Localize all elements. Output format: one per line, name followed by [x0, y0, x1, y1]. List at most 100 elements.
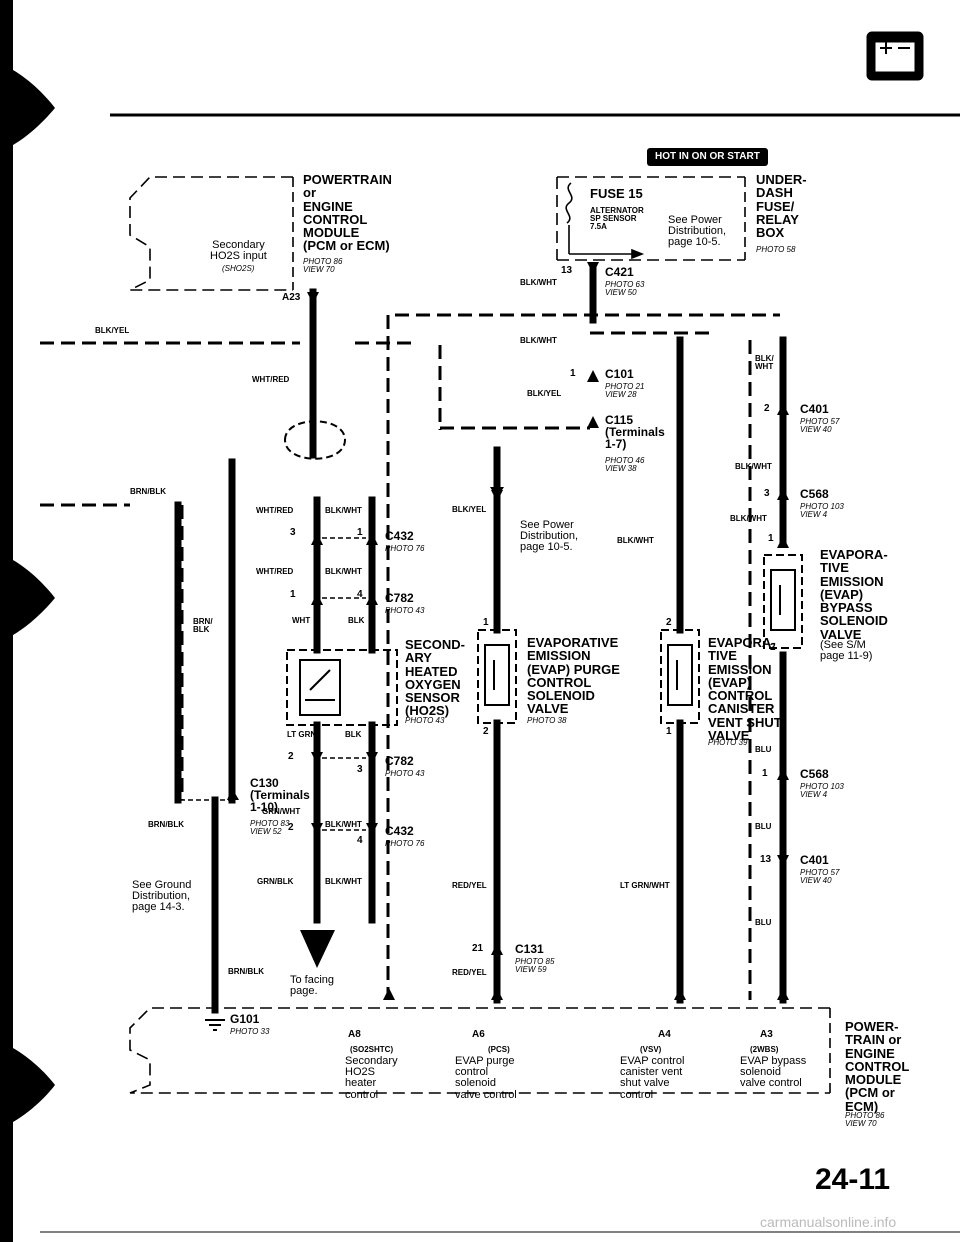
- c401a-pin: 2: [764, 403, 770, 414]
- c432a-label: C432: [385, 529, 414, 543]
- code-so2shtc: (SO2SHTC): [350, 1045, 394, 1054]
- fuse-15: FUSE 15: [590, 186, 643, 201]
- c432b-label: C432: [385, 824, 414, 838]
- bypass-pin-bot: 2: [770, 642, 776, 653]
- c782a-photo: PHOTO 43: [385, 606, 425, 615]
- bypass-pin-top: 1: [768, 533, 774, 544]
- c131-pin: 21: [472, 943, 484, 954]
- wire-blu-1: BLU: [755, 745, 772, 754]
- wire-grn-wht: GRN/WHT: [262, 807, 301, 816]
- c568a-photo: PHOTO 103 VIEW 4: [800, 502, 844, 520]
- wire-blk-wht-c421: BLK/WHT: [520, 278, 557, 287]
- wire-brn-blk-low: BRN/BLK: [148, 820, 184, 829]
- see-ground-distribution: See Ground Distribution, page 14-3.: [132, 879, 192, 914]
- wire-blu-3: BLU: [755, 918, 772, 927]
- pin-a4: A4: [658, 1029, 671, 1040]
- label-evap-purge: EVAP purge control solenoid valve contro…: [455, 1055, 517, 1101]
- c401a-photo: PHOTO 57 VIEW 40: [800, 417, 840, 435]
- bypass-ref: (See S/M page 11-9): [820, 639, 873, 663]
- wire-red-yel-1: RED/YEL: [452, 881, 487, 890]
- wire-blk-yel-c101: BLK/YEL: [527, 389, 562, 398]
- c568a-pin: 3: [764, 488, 770, 499]
- g101-label: G101: [230, 1012, 260, 1026]
- c782b-pin-l: 2: [288, 751, 294, 762]
- c782b-photo: PHOTO 43: [385, 769, 425, 778]
- wire-wht-red-1: WHT/RED: [252, 375, 290, 384]
- c432b-photo: PHOTO 76: [385, 839, 425, 848]
- wire-blk-wht-2: BLK/WHT: [325, 567, 362, 576]
- ho2s-title: SECOND- ARY HEATED OXYGEN SENSOR (HO2S): [405, 637, 465, 719]
- label-evap-bypass: EVAP bypass solenoid valve control: [740, 1055, 807, 1090]
- code-pcs: (PCS): [488, 1045, 510, 1054]
- purge-photo: PHOTO 38: [527, 716, 567, 725]
- c131-photo: PHOTO 85 VIEW 59: [515, 957, 555, 975]
- watermark: carmanualsonline.info: [760, 1214, 897, 1230]
- pcm-bottom-title: POWER- TRAIN or ENGINE CONTROL MODULE (P…: [845, 1019, 910, 1114]
- c115-label: C115 (Terminals 1-7): [605, 413, 665, 452]
- purge-pin-top: 1: [483, 617, 489, 628]
- wire-blk: BLK: [348, 616, 365, 625]
- wire-blk-wht-top: BLK/WHT: [520, 336, 557, 345]
- c401b-photo: PHOTO 57 VIEW 40: [800, 868, 840, 886]
- wire-blu-2: BLU: [755, 822, 772, 831]
- c432b-pin-l: 2: [288, 822, 294, 833]
- wire-blk-yel-mid: BLK/YEL: [452, 505, 487, 514]
- c101-pin: 1: [570, 368, 576, 379]
- c115-photo: PHOTO 46 VIEW 38: [605, 456, 645, 474]
- pin-a8: A8: [348, 1029, 361, 1040]
- secondary-ho2s-input: Secondary HO2S input: [210, 239, 267, 263]
- c401b-pin: 13: [760, 854, 772, 865]
- code-2wbs: (2WBS): [750, 1045, 779, 1054]
- wire-brn-blk-left: BRN/BLK: [130, 487, 166, 496]
- page-number: 24-11: [815, 1163, 891, 1196]
- c421-label: C421: [605, 265, 634, 279]
- wire-blk-wht-3: BLK/WHT: [325, 820, 362, 829]
- c782a-label: C782: [385, 591, 414, 605]
- c401b-label: C401: [800, 853, 829, 867]
- c130-photo: PHOTO 83 VIEW 52: [250, 819, 290, 837]
- wire-blk-yel-left: BLK/YEL: [95, 326, 130, 335]
- purge-title: EVAPORATIVE EMISSION (EVAP) PURGE CONTRO…: [527, 635, 620, 717]
- c401a-label: C401: [800, 402, 829, 416]
- c782a-pin-r: 4: [357, 589, 363, 600]
- wire-wht: WHT: [292, 616, 311, 625]
- wire-lt-grn: LT GRN: [287, 730, 317, 739]
- hot-in-on-or-start-badge: HOT IN ON OR START: [647, 148, 768, 167]
- c421-photo: PHOTO 63 VIEW 50: [605, 280, 645, 298]
- shut-pin-top: 2: [666, 617, 672, 628]
- wire-lt-grn-wht: LT GRN/WHT: [620, 881, 670, 890]
- battery-icon: [866, 31, 924, 81]
- fuse-name: ALTERNATOR SP SENSOR 7.5A: [590, 206, 644, 232]
- c421-pin: 13: [561, 265, 573, 276]
- c782a-pin-l: 1: [290, 589, 296, 600]
- wire-wht-red-2: WHT/RED: [256, 506, 294, 515]
- fuse-box-photo: PHOTO 58: [756, 245, 796, 254]
- wire-blk-wht-r2: BLK/WHT: [735, 462, 772, 471]
- c131-label: C131: [515, 942, 544, 956]
- c782b-label: C782: [385, 754, 414, 768]
- code-vsv: (VSV): [640, 1045, 662, 1054]
- c568b-photo: PHOTO 103 VIEW 4: [800, 782, 844, 800]
- c782b-pin-r: 3: [357, 764, 363, 775]
- c101-photo: PHOTO 21 VIEW 28: [605, 382, 645, 400]
- bypass-valve-symbol: [763, 554, 803, 649]
- ho2s-photo: PHOTO 43: [405, 716, 445, 725]
- c432a-pin-l: 3: [290, 527, 296, 538]
- sho2s-code: (SHO2S): [222, 264, 255, 273]
- label-evap-shut: EVAP control canister vent shut valve co…: [620, 1055, 685, 1101]
- pin-a23: A23: [282, 292, 301, 303]
- binding-notch: [13, 70, 55, 145]
- binding-strip: [0, 0, 9, 1242]
- pcm-top-title: POWERTRAIN or ENGINE CONTROL MODULE (PCM…: [303, 172, 392, 254]
- to-facing-page: To facing page.: [290, 974, 335, 998]
- see-power-distribution-mid: See Power Distribution, page 10-5.: [520, 519, 579, 554]
- wire-brn-blk-v: BRN/ BLK: [193, 617, 213, 635]
- wire-blk-wht-r3: BLK/WHT: [730, 514, 767, 523]
- wire-blk-wht-r1: BLK/ WHT: [755, 354, 774, 372]
- shut-photo: PHOTO 39: [708, 738, 748, 747]
- purge-pin-bot: 2: [483, 726, 489, 737]
- pcm-top-photo: PHOTO 86 VIEW 70: [303, 257, 343, 275]
- wire-blk-2: BLK: [345, 730, 362, 739]
- c432a-photo: PHOTO 76: [385, 544, 425, 553]
- wire-blk-wht-1: BLK/WHT: [325, 506, 362, 515]
